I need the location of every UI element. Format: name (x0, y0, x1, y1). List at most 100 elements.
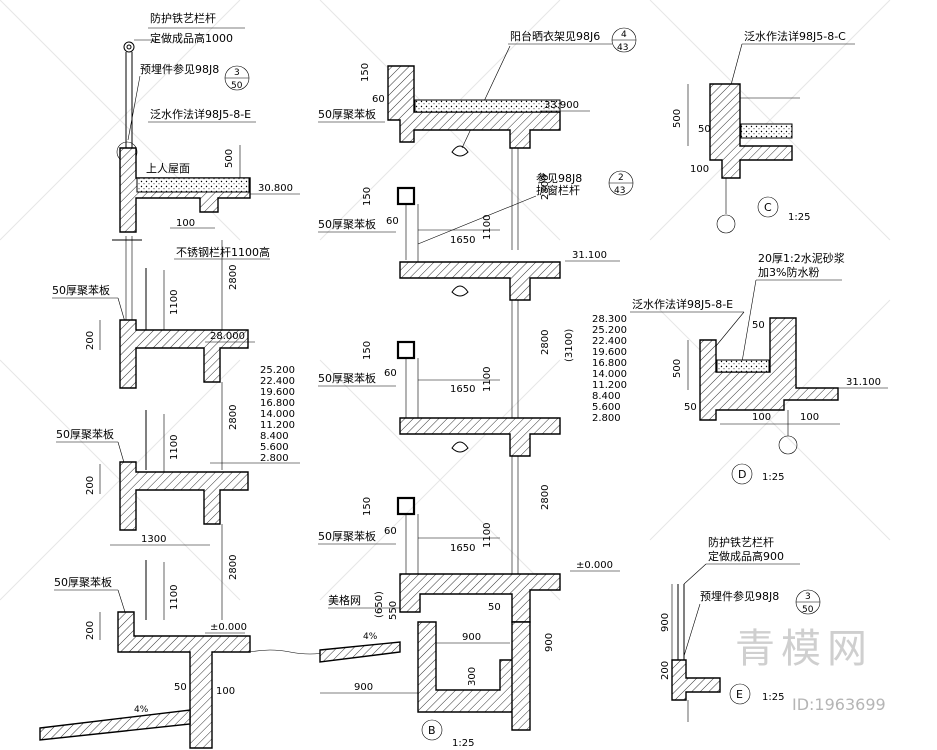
b-dim-900-v: 900 (544, 633, 555, 652)
a-elev-4: 16.800 (260, 398, 295, 409)
a-elev-7: 8.400 (260, 431, 289, 442)
b-hanger-den: 43 (617, 43, 628, 53)
b-rail-num: 2 (618, 173, 624, 183)
d-scale: 1:25 (762, 472, 784, 483)
d-elev: 31.100 (846, 377, 881, 388)
a-embed-den: 50 (231, 81, 243, 91)
b-elev-5: 16.800 (592, 358, 627, 369)
b-dim-60-1: 60 (386, 216, 399, 227)
b-hanger-ref: 阳台晒衣架见98J6 (510, 29, 600, 43)
c-dim-500: 500 (672, 109, 683, 128)
e-railing-height: 定做成品高900 (708, 549, 784, 563)
d-dim-100-2: 100 (800, 412, 819, 423)
a-board-3-leader (117, 589, 126, 613)
b-rail-label: 护窗栏杆 (536, 183, 580, 197)
railing-post-cap (123, 41, 135, 53)
e-dim-900: 900 (660, 613, 671, 632)
b-dim-60-2: 60 (384, 368, 397, 379)
a-elev-3: 19.600 (260, 387, 295, 398)
c-label: C (764, 201, 772, 214)
a-steel-rail: 不锈钢栏杆1100高 (176, 245, 270, 259)
a-ground-slab (117, 611, 251, 749)
b-hanger-icon-2 (451, 285, 469, 297)
a-dim-200-1: 200 (85, 331, 96, 350)
a-flashing: 泛水作法详98J5-8-E (150, 107, 251, 121)
a-embed-ref: 预埋件参见98J8 (140, 62, 219, 76)
b-elevation-list: 28.300 25.200 22.400 19.600 16.800 14.00… (592, 314, 627, 424)
b-dim-650: (650) (374, 591, 385, 618)
b-label: B (428, 724, 436, 737)
d-waterproof: 加3%防水粉 (758, 265, 819, 279)
a-elev-9: 2.800 (260, 453, 289, 464)
a-board-1-leader (117, 297, 126, 323)
d-label-circle (731, 463, 753, 485)
b-dim-1100-1: 1100 (482, 215, 493, 240)
d-mortar-leader (741, 279, 757, 363)
a-dim-200-3: 200 (85, 621, 96, 640)
b-dim-2800-1: 2800 (540, 175, 551, 200)
b-label-circle (421, 719, 443, 741)
a-elev-8: 5.600 (260, 442, 289, 453)
c-dim-50: 50 (698, 124, 711, 135)
a-elev-1: 25.200 (260, 365, 295, 376)
b-scale: 1:25 (452, 738, 474, 749)
b-elev-9: 5.600 (592, 402, 621, 413)
a-board-2: 50厚聚苯板 (56, 427, 114, 441)
b-window-frame-1 (396, 186, 416, 206)
b-dim-150-top: 150 (360, 63, 371, 82)
b-board-2: 50厚聚苯板 (318, 217, 376, 231)
a-slab-28 (119, 319, 249, 389)
b-dim-2800-3: 2800 (540, 485, 551, 510)
e-embed-num: 3 (805, 592, 811, 602)
e-embed-den: 50 (802, 605, 814, 615)
b-dim-1650-1: 1650 (450, 235, 475, 246)
c-flashing: 泛水作法详98J5-8-C (744, 29, 846, 43)
detail-a: 防护铁艺栏杆 定做成品高1000 预埋件参见98J8 3 50 泛水作法详98J… (39, 11, 331, 749)
d-flashing-leader (715, 311, 745, 347)
b-dim-150-3: 150 (362, 497, 373, 516)
a-elev-roof: 30.800 (258, 183, 293, 194)
b-dim-300: 300 (467, 667, 478, 686)
b-slope: 4% (363, 632, 378, 642)
a-slab-mid (119, 461, 249, 531)
b-dim-150-2: 150 (362, 341, 373, 360)
b-elev-3: 22.400 (592, 336, 627, 347)
b-dim-60-top: 60 (372, 94, 385, 105)
a-dim-100: 100 (176, 218, 195, 229)
b-hanger-leader (461, 45, 511, 149)
c-axis-circle (716, 214, 736, 234)
a-dim-100-bottom: 100 (216, 686, 235, 697)
a-dim-2800-1: 2800 (228, 265, 239, 290)
detail-b: 阳台晒衣架见98J6 4 43 150 60 50厚聚苯板 33.900 参见9… (318, 27, 637, 749)
a-embed-leader (127, 75, 141, 141)
b-window-frame-3 (396, 496, 416, 516)
c-dim-100: 100 (690, 164, 709, 175)
b-elev-10: 2.800 (592, 413, 621, 424)
a-dim-2800-3: 2800 (228, 555, 239, 580)
c-label-circle (757, 196, 779, 218)
d-dim-50-b: 50 (684, 402, 697, 413)
b-rail-leader (417, 195, 537, 245)
a-dim-1300: 1300 (141, 534, 166, 545)
e-dim-200: 200 (660, 661, 671, 680)
a-dim-1100-2: 1100 (169, 435, 180, 460)
a-dim-1100-1: 1100 (169, 290, 180, 315)
e-railing-leader (683, 563, 707, 585)
d-dim-50: 50 (752, 320, 765, 331)
b-slab-31 (399, 261, 561, 301)
b-board-3: 50厚聚苯板 (318, 371, 376, 385)
a-dim-200-2: 200 (85, 476, 96, 495)
a-embed-num: 3 (234, 68, 240, 78)
b-elev-4: 19.600 (592, 347, 627, 358)
detail-c: 泛水作法详98J5-8-C 500 50 100 C 1:25 (672, 29, 855, 234)
c-insulation (740, 123, 793, 139)
a-roof-label: 上人屋面 (146, 162, 190, 175)
a-roof-insulation (136, 177, 250, 193)
a-elev-2: 22.400 (260, 376, 295, 387)
c-parapet (709, 83, 793, 179)
b-hanger-num: 4 (621, 30, 627, 40)
a-dim-500: 500 (224, 149, 235, 168)
a-dim-2800-2: 2800 (228, 405, 239, 430)
d-axis-circle (778, 435, 798, 455)
b-dim-60-3: 60 (384, 526, 397, 537)
